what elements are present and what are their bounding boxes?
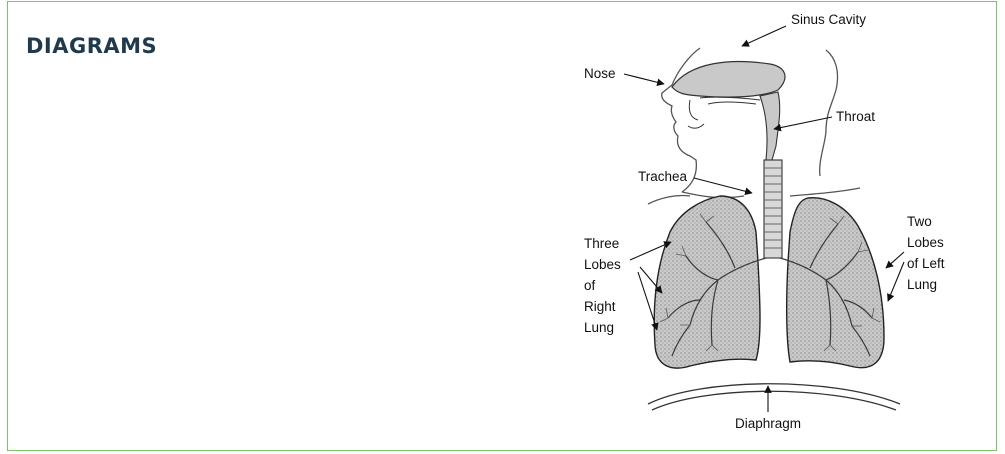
sinus-cavity-label: Sinus Cavity [791, 12, 866, 27]
nose-arrow [624, 74, 664, 84]
left-lung-arrow-lower [888, 262, 904, 301]
diaphragm [648, 384, 900, 410]
throat-label: Throat [836, 109, 875, 124]
trachea-arrow [694, 178, 752, 193]
right-lung-arrow-lower [638, 272, 657, 330]
left-lung-arrow-upper [886, 252, 904, 268]
left-lung [787, 198, 884, 368]
trachea [764, 160, 782, 258]
diaphragm-label: Diaphragm [735, 416, 801, 431]
airway [672, 62, 785, 160]
sinus-cavity-arrow [742, 26, 786, 46]
right-lung [654, 196, 760, 368]
left-lung-label: Two Lobes of Left Lung [907, 214, 948, 292]
right-lung-label: Three Lobes of Right Lung [584, 236, 625, 335]
nose-label: Nose [584, 66, 616, 81]
throat-arrow [774, 117, 832, 129]
trachea-label: Trachea [638, 169, 688, 184]
